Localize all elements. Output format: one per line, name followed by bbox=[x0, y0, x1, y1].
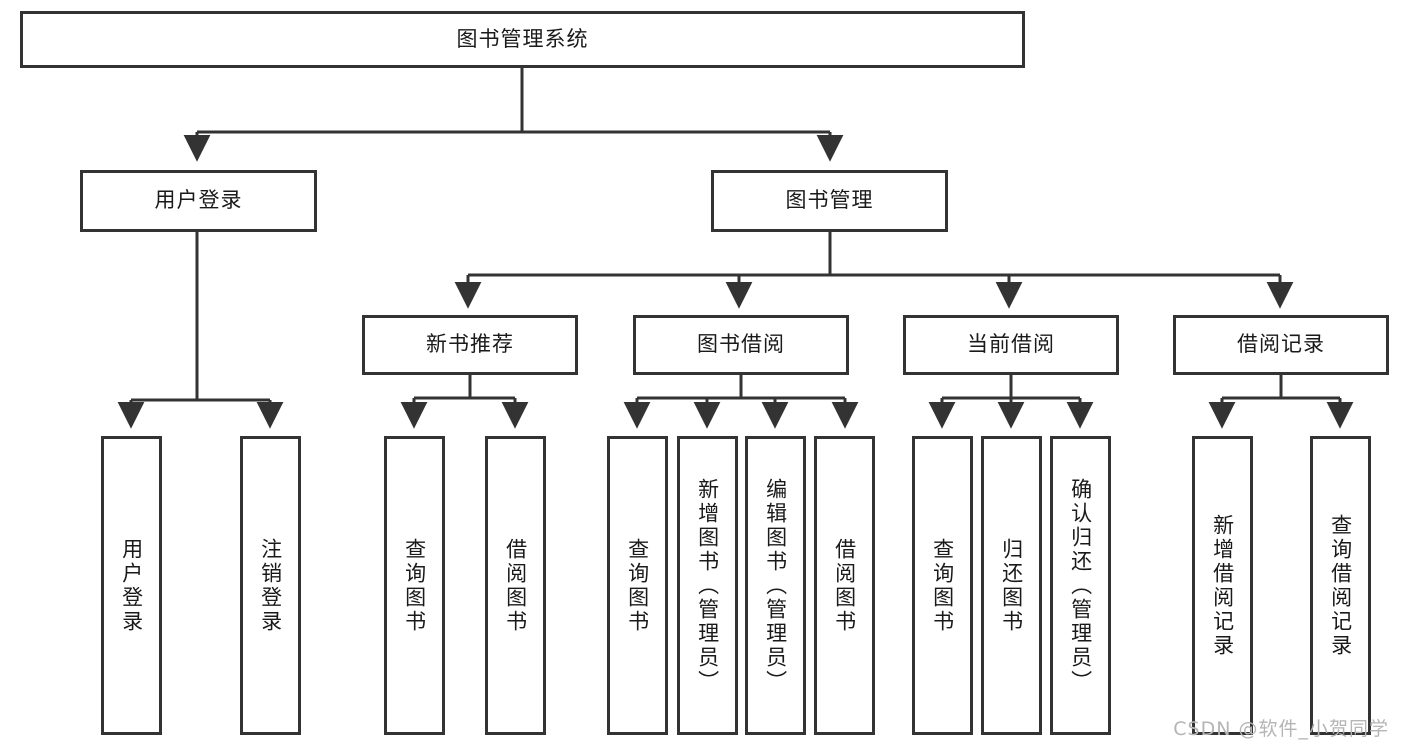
node-current-borrow[interactable]: 当前借阅 bbox=[903, 315, 1119, 375]
leaf-records-query-record[interactable]: 查询借阅记录 bbox=[1310, 436, 1371, 735]
leaf-current-query-book[interactable]: 查询图书 bbox=[912, 436, 973, 735]
node-label: 用户登录 bbox=[119, 537, 144, 634]
node-label: 当前借阅 bbox=[967, 332, 1055, 357]
leaf-borrow-borrow-book[interactable]: 借阅图书 bbox=[814, 436, 875, 735]
node-label: 用户登录 bbox=[154, 188, 243, 213]
node-label: 借阅记录 bbox=[1237, 332, 1325, 357]
node-label: 新书推荐 bbox=[426, 332, 514, 357]
node-label: 新增图书（管理员） bbox=[695, 477, 720, 694]
node-label: 查询图书 bbox=[625, 537, 650, 634]
node-label: 编辑图书（管理员） bbox=[763, 477, 788, 694]
node-new-book-recommend[interactable]: 新书推荐 bbox=[362, 315, 578, 375]
node-user-login[interactable]: 用户登录 bbox=[80, 170, 317, 232]
leaf-borrow-add-book-admin[interactable]: 新增图书（管理员） bbox=[677, 436, 738, 735]
watermark-text: CSDN @软件_小贺同学 bbox=[1173, 718, 1389, 740]
node-book-borrow[interactable]: 图书借阅 bbox=[633, 315, 849, 375]
leaf-borrow-edit-book-admin[interactable]: 编辑图书（管理员） bbox=[745, 436, 806, 735]
node-label: 归还图书 bbox=[999, 537, 1024, 634]
leaf-new-book-borrow[interactable]: 借阅图书 bbox=[485, 436, 546, 735]
node-label: 图书借阅 bbox=[697, 332, 785, 357]
node-book-management[interactable]: 图书管理 bbox=[711, 170, 948, 232]
leaf-current-return-book[interactable]: 归还图书 bbox=[981, 436, 1042, 735]
leaf-borrow-query-book[interactable]: 查询图书 bbox=[607, 436, 668, 735]
leaf-new-book-query[interactable]: 查询图书 bbox=[384, 436, 445, 735]
node-borrow-records[interactable]: 借阅记录 bbox=[1173, 315, 1389, 375]
leaf-current-confirm-return-admin[interactable]: 确认归还（管理员） bbox=[1050, 436, 1111, 735]
node-label: 图书管理系统 bbox=[456, 26, 589, 51]
node-label: 图书管理 bbox=[785, 188, 874, 213]
node-label: 查询图书 bbox=[402, 537, 427, 634]
leaf-user-login-logout[interactable]: 注销登录 bbox=[240, 436, 301, 735]
node-label: 借阅图书 bbox=[503, 537, 528, 634]
node-label: 借阅图书 bbox=[832, 537, 857, 634]
leaf-records-add-record[interactable]: 新增借阅记录 bbox=[1192, 436, 1253, 735]
node-root-system[interactable]: 图书管理系统 bbox=[20, 11, 1025, 68]
node-label: 新增借阅记录 bbox=[1210, 513, 1235, 658]
node-label: 注销登录 bbox=[258, 537, 283, 634]
node-label: 确认归还（管理员） bbox=[1068, 477, 1093, 694]
node-label: 查询借阅记录 bbox=[1328, 513, 1353, 658]
node-label: 查询图书 bbox=[930, 537, 955, 634]
leaf-user-login-login[interactable]: 用户登录 bbox=[101, 436, 162, 735]
